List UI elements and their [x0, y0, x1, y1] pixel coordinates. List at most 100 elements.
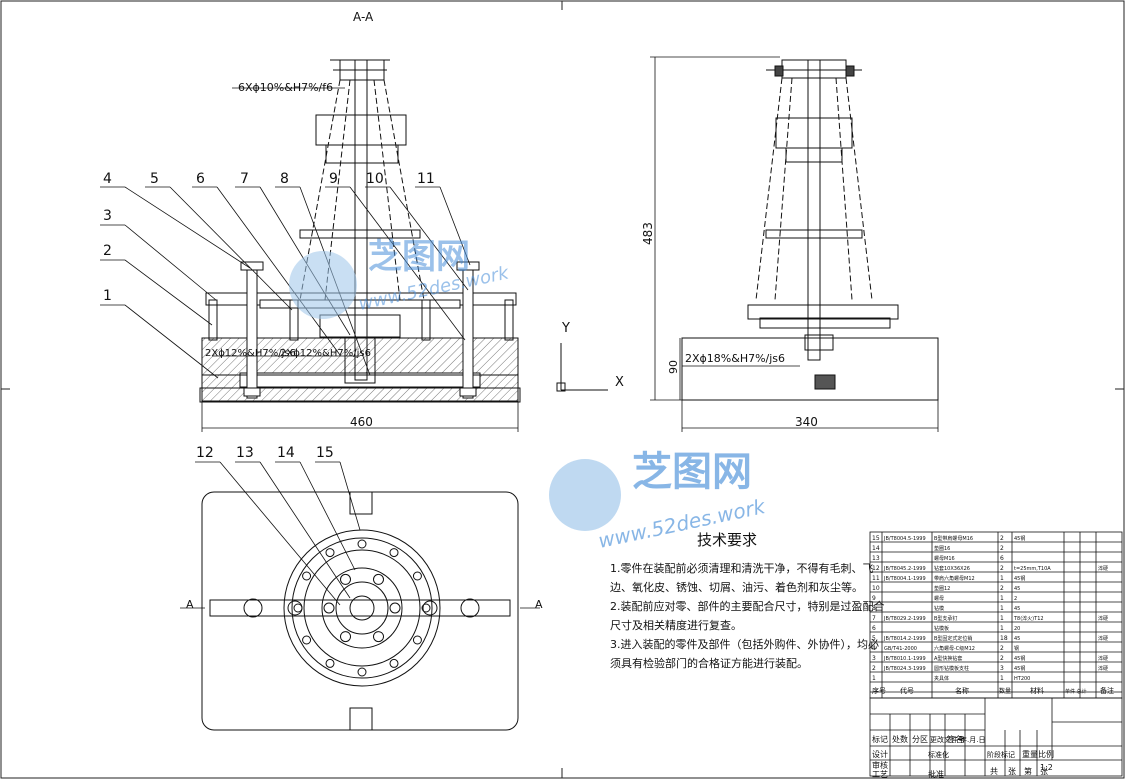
bom-cell-no: 2	[872, 665, 876, 672]
bom-cell-name: 钻模板	[934, 625, 949, 632]
tech-req-line-2: 边、氧化皮、锈蚀、切屑、油污、着色剂和灰尘等。	[610, 580, 863, 594]
balloon-11: 11	[417, 171, 435, 187]
bom-cell-material: 45钢	[1014, 575, 1025, 582]
bom-cell-qty: 1	[1000, 595, 1004, 602]
tb-change-doc: 更改文件号	[930, 735, 965, 744]
balloon-10: 10	[366, 171, 384, 187]
bom-cell-material: t=25mm,T10A	[1014, 566, 1051, 572]
bom-cell-name: 圆形钻模板支柱	[934, 665, 969, 672]
balloon-1: 1	[103, 288, 112, 304]
tb-sheet-a: 张	[1008, 767, 1016, 776]
bom-cell-qty: 2	[1000, 585, 1004, 592]
bolt-hole	[325, 548, 335, 558]
bom-cell-qty: 1	[1000, 615, 1004, 622]
balloon-6: 6	[196, 171, 205, 187]
watermark-globe-icon	[289, 251, 357, 319]
bom-cell-qty: 2	[1000, 565, 1004, 572]
tb-standard: 标准化	[928, 750, 949, 759]
balloon-13: 13	[236, 445, 254, 461]
tb-mark: 标记	[872, 734, 888, 744]
bom-cell-material: 45钢	[1014, 655, 1025, 662]
bolt-hole	[302, 571, 312, 581]
height-total-dim: 483	[641, 222, 655, 245]
tb-process: 工艺	[872, 770, 888, 779]
bom-cell-name: B型支承钉	[934, 615, 957, 622]
watermark-brand-2: 芝图网	[632, 449, 752, 495]
bom-frame	[869, 531, 1123, 699]
bom-cell-no: 5	[872, 635, 876, 642]
nut-hole	[373, 631, 384, 643]
bom-cell-code: JB/T8014.2-1999	[883, 636, 926, 642]
bom-cell-qty: 1	[1000, 675, 1004, 682]
tb-scale-value: 1:2	[1040, 763, 1053, 772]
bom-cell-name: 垫圈12	[934, 585, 950, 592]
bom-cell-note: 淬硬	[1098, 565, 1108, 572]
bom-cell-no: 9	[872, 595, 876, 602]
balloon-14: 14	[277, 445, 295, 461]
tb-no: 第	[1024, 766, 1032, 776]
bom-cell-qty: 18	[1000, 635, 1008, 642]
tech-req-title: 技术要求	[697, 531, 757, 549]
bolt-hole	[357, 539, 367, 549]
bom-cell-material: 45	[1014, 606, 1020, 612]
watermark-globe-icon-2	[549, 459, 621, 531]
bom-cell-no: 15	[872, 535, 880, 542]
bolt-hole	[412, 571, 422, 581]
bom-cell-material: 2	[1014, 596, 1017, 602]
tech-req-line-4: 尺寸及相关精度进行复查。	[610, 618, 742, 632]
bom-cell-qty: 3	[1000, 665, 1004, 672]
balloon-12: 12	[196, 445, 214, 461]
bom-cell-qty: 2	[1000, 535, 1004, 542]
balloon-9: 9	[329, 171, 338, 187]
watermark-brand: 芝图网	[368, 237, 470, 277]
bom-cell-code: JB/T8004.5-1999	[883, 536, 926, 542]
width-front-dim: 460	[350, 415, 373, 429]
bom-cell-note: 淬硬	[1098, 665, 1108, 672]
balloon-4: 4	[103, 171, 112, 187]
axis-y-label: Y	[561, 321, 570, 336]
bom-cell-qty: 2	[1000, 655, 1004, 662]
tb-stage: 阶段标记	[987, 750, 1015, 759]
bom-cell-qty: 1	[1000, 575, 1004, 582]
bom-cell-no: 6	[872, 625, 876, 632]
bom-cell-qty: 1	[1000, 605, 1004, 612]
bom-cell-code: GB/T41-2000	[884, 646, 917, 652]
bom-cell-no: 11	[872, 575, 880, 582]
bom-cell-material: HT200	[1014, 676, 1030, 682]
plan-view	[201, 491, 519, 731]
bom-cell-material: 45钢	[1014, 535, 1025, 542]
side-dimensions	[650, 56, 939, 432]
pin-fit-right-dim: 2Xϕ12%&H7%/js6	[280, 348, 371, 359]
pin-fit-left-dim: 2Xϕ12%&H7%/js6	[205, 348, 296, 359]
bom-header-code: 代号	[900, 686, 914, 695]
bom-cell-no: 13	[872, 555, 880, 562]
bom-cell-name: 钻套10X36X26	[934, 565, 970, 572]
bom-cell-code: JB/T8029.2-1999	[883, 616, 926, 622]
bom-cell-qty: 2	[1000, 545, 1004, 552]
tb-review: 审核	[872, 760, 888, 770]
base-height-dim: 90	[667, 360, 680, 374]
bom-cell-name: 六角螺母-C级M12	[934, 645, 975, 652]
bolt-hole	[325, 658, 335, 668]
plan-leaders	[180, 461, 540, 609]
bom-cell-name: 钻模	[934, 605, 944, 612]
axis-x-label: X	[615, 375, 624, 390]
tb-scale-label: 比例	[1038, 749, 1054, 759]
tech-req-line-5: 3.进入装配的零件及部件（包括外购件、外协件），均必	[610, 637, 879, 651]
tb-total: 共	[990, 767, 998, 776]
bom-cell-name: A型快换钻套	[934, 655, 962, 662]
bom-cell-no: 10	[872, 585, 880, 592]
bolt-hole	[302, 635, 312, 645]
tb-sheet-b: 张	[1040, 767, 1048, 776]
bom-cell-code: JB/T8024.3-1999	[883, 666, 926, 672]
bolt-hole	[389, 548, 399, 558]
plan-bolt-circle	[293, 539, 431, 677]
balloon-3: 3	[103, 208, 112, 224]
bom-cell-no: 12	[872, 565, 880, 572]
side-view	[681, 59, 939, 401]
tech-req-line-1: 1.零件在装配前必须清理和清洗干净，不得有毛刺、飞	[610, 561, 874, 575]
bom-cell-name: 夹具体	[934, 675, 949, 682]
bom-cell-code: JB/T8004.1-1999	[883, 576, 926, 582]
